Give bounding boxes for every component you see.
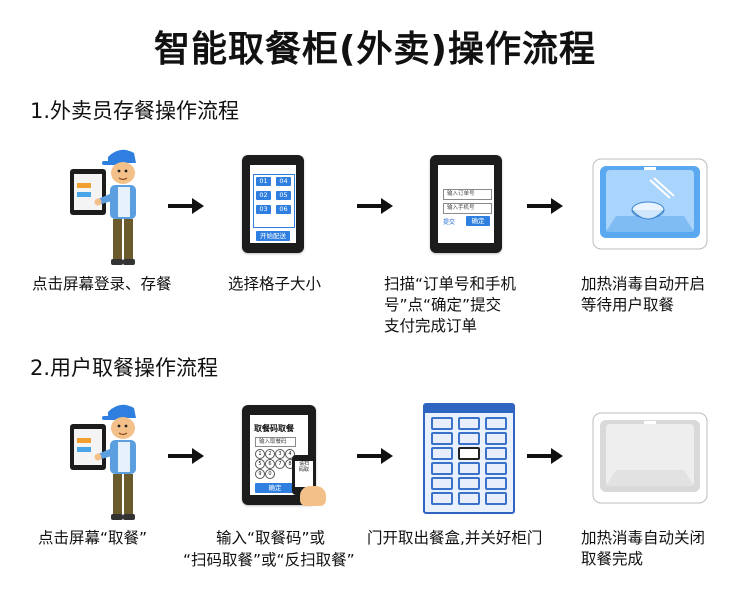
hand-shape: [300, 486, 326, 506]
locker-door: [431, 432, 453, 445]
cell-05[interactable]: 05: [276, 191, 291, 200]
keypad-key[interactable]: 0: [265, 469, 275, 479]
step-caption-line1: 输入“取餐码”或: [216, 529, 326, 547]
pickup-code-field[interactable]: 输入取餐码: [255, 437, 296, 447]
cell-02[interactable]: 02: [256, 191, 271, 200]
step-caption: 加热消毒自动开启 等待用户取餐: [581, 275, 706, 314]
keypad-key[interactable]: 9: [255, 469, 265, 479]
user-illustration: [70, 404, 136, 520]
arrow-right-icon: [357, 198, 393, 214]
arrow-right-icon: [527, 198, 563, 214]
phone-scan: 请扫 码取: [292, 455, 316, 495]
keypad-key[interactable]: 5: [255, 459, 265, 469]
locker-size-screen: 01 04 02 05 03 06 开始配送: [242, 155, 304, 253]
arrow-right-icon: [357, 448, 393, 464]
locker-door: [458, 432, 480, 445]
locker-door: [485, 492, 507, 505]
step-caption: 点击屏幕登录、存餐: [32, 275, 172, 293]
keypad-key[interactable]: 2: [265, 449, 275, 459]
courier-illustration: [70, 149, 136, 265]
locker-door: [458, 447, 480, 460]
start-delivery-button[interactable]: 开始配送: [256, 231, 290, 241]
keypad-key[interactable]: 1: [255, 449, 265, 459]
cell-04[interactable]: 04: [276, 177, 291, 186]
order-entry-screen: 输入订单号 输入手机号 提交 确定: [430, 155, 502, 253]
cell-01[interactable]: 01: [256, 177, 271, 186]
step-caption: 点击屏幕“取餐”: [38, 529, 148, 547]
step-caption: 扫描“订单号和手机 号”点“确定”提交 支付完成订单: [384, 275, 517, 335]
submit-label[interactable]: 提交: [443, 219, 456, 226]
keypad-key[interactable]: 7: [275, 459, 285, 469]
locker-cabinet-image: [423, 403, 515, 514]
cell-06[interactable]: 06: [276, 205, 291, 214]
pickup-screen-title: 取餐码取餐: [254, 424, 294, 433]
locker-door: [458, 462, 480, 475]
arrow-right-icon: [527, 448, 563, 464]
locker-door: [485, 432, 507, 445]
step-caption-line2: “扫码取餐”或“反扫取餐”: [183, 551, 355, 569]
step-caption: 门开取出餐盒,并关好柜门: [367, 529, 543, 547]
phone-number-field[interactable]: 输入手机号: [443, 203, 492, 214]
step-caption: 选择格子大小: [228, 275, 322, 293]
heating-compartment-image: [592, 158, 708, 250]
locker-door: [458, 492, 480, 505]
locker-door: [485, 417, 507, 430]
locker-door: [431, 417, 453, 430]
locker-door: [458, 477, 480, 490]
section2-heading: 2.用户取餐操作流程: [30, 356, 219, 380]
phone-qr-label: 请扫 码取: [295, 461, 313, 487]
keypad-key[interactable]: 4: [285, 449, 295, 459]
locker-door: [431, 492, 453, 505]
order-number-field[interactable]: 输入订单号: [443, 189, 492, 200]
section1-heading: 1.外卖员存餐操作流程: [30, 99, 240, 123]
page-title: 智能取餐柜(外卖)操作流程: [154, 29, 596, 70]
locker-door: [458, 417, 480, 430]
locker-door: [431, 462, 453, 475]
keypad-key[interactable]: 6: [265, 459, 275, 469]
locker-door: [485, 477, 507, 490]
locker-door: [485, 462, 507, 475]
arrow-right-icon: [168, 448, 204, 464]
locker-door: [485, 447, 507, 460]
locker-door: [431, 477, 453, 490]
confirm-button[interactable]: 确定: [466, 216, 490, 226]
locker-door: [431, 447, 453, 460]
pickup-confirm-button[interactable]: 确定: [255, 483, 295, 493]
arrow-right-icon: [168, 198, 204, 214]
closed-compartment-image: [592, 412, 708, 504]
step-caption: 加热消毒自动关闭 取餐完成: [581, 529, 706, 568]
keypad-key[interactable]: 3: [275, 449, 285, 459]
cell-03[interactable]: 03: [256, 205, 271, 214]
